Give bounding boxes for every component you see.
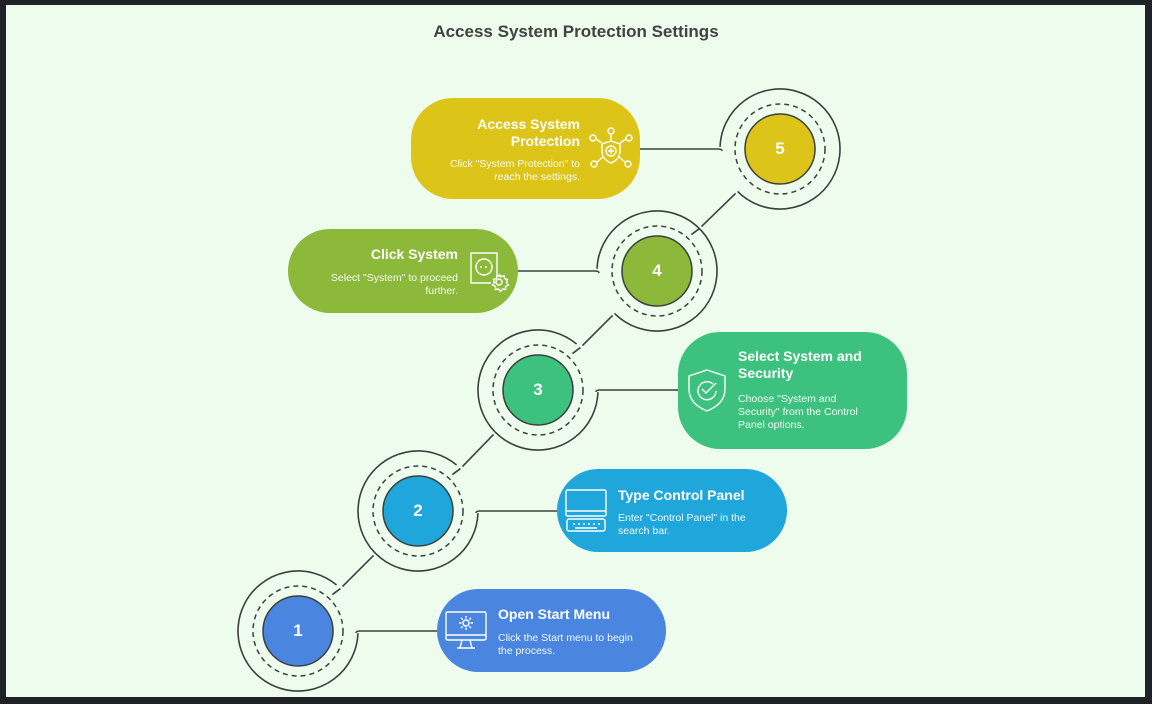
- outer-ring-4: [518, 210, 718, 332]
- step-number-3: 3: [533, 380, 543, 399]
- connector-2-3: [451, 433, 495, 476]
- outer-ring-3: [477, 329, 678, 451]
- step-description-1: Click the Start menu to begin the proces…: [498, 632, 633, 657]
- dashed-ring-3: [492, 344, 584, 436]
- step-description-4: Select "System" to proceed further.: [330, 272, 458, 297]
- step-circle-2: [382, 475, 454, 547]
- step-card-1: Open Start Menu Click the Start menu to …: [437, 589, 666, 672]
- step-card-4: Click System Select "System" to proceed …: [288, 229, 518, 313]
- step-description-2: Enter "Control Panel" in the search bar.: [618, 512, 746, 537]
- step-title-2: Type Control Panel: [618, 487, 745, 503]
- window-gear-icon: [470, 252, 510, 293]
- step-title-1: Open Start Menu: [498, 606, 611, 622]
- connector-1-2: [331, 554, 375, 596]
- connector-3-4: [571, 314, 614, 355]
- monitor-gear-icon: [445, 611, 487, 649]
- step-number-2: 2: [413, 501, 423, 520]
- step-card-5: Access System Protection Click "System P…: [411, 98, 640, 199]
- step-card-2: Type Control Panel Enter "Control Panel"…: [557, 469, 787, 552]
- shield-check-icon: [688, 369, 726, 412]
- dashed-ring-1: [252, 585, 344, 677]
- step-number-1: 1: [293, 621, 303, 640]
- step-circle-1: [262, 595, 334, 667]
- dashed-ring-2: [372, 465, 464, 557]
- step-card-3: Select System and Security Choose "Syste…: [678, 332, 907, 449]
- shield-network-icon: [589, 127, 633, 168]
- outer-ring-1: [237, 570, 437, 692]
- computer-keyboard-icon: [565, 489, 607, 532]
- outer-ring-2: [357, 450, 557, 572]
- step-title-3: Select System and Security: [738, 348, 862, 381]
- connector-4-5: [690, 192, 737, 236]
- step-circle-3: [502, 354, 574, 426]
- step-number-5: 5: [775, 139, 785, 158]
- step-description-3: Choose "System and Security" from the Co…: [738, 393, 858, 431]
- step-circle-5: [744, 113, 816, 185]
- dashed-ring-5: [734, 103, 826, 195]
- dashed-ring-4: [611, 225, 703, 317]
- outer-ring-5: [640, 88, 841, 210]
- page-title: Access System Protection Settings: [433, 22, 719, 41]
- step-description-5: Click "System Protection" to reach the s…: [450, 158, 580, 183]
- step-title-4: Click System: [370, 246, 458, 262]
- step-circle-4: [621, 235, 693, 307]
- step-number-4: 4: [652, 261, 662, 280]
- step-title-5: Access System Protection: [477, 116, 580, 149]
